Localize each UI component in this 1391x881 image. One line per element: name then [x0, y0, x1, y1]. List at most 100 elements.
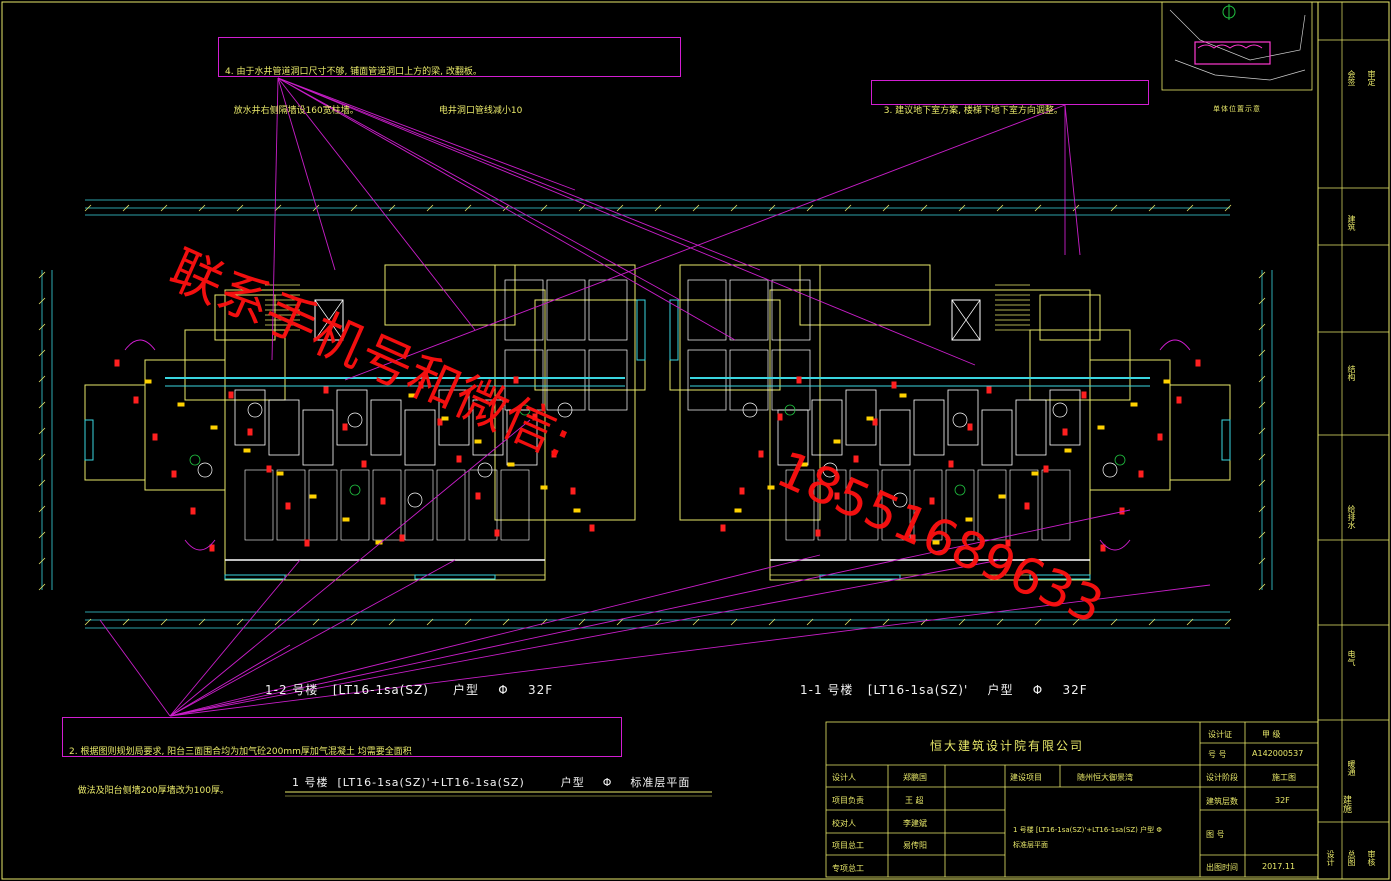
axis-bubble	[519, 404, 531, 416]
hatch-mark	[1024, 502, 1030, 510]
hatch-mark	[1043, 465, 1049, 473]
room	[729, 279, 769, 341]
dim-tick	[730, 204, 738, 212]
unit-outline	[679, 264, 821, 521]
room	[881, 469, 911, 541]
hatch-mark	[171, 470, 177, 478]
drawing-title: 1 号楼 [LT16-1sa(SZ)'+LT16-1sa(SZ) 户型 Φ 标准…	[292, 776, 691, 789]
hatch-mark	[986, 386, 992, 394]
dim-tick	[920, 204, 928, 212]
hatch-mark	[1062, 428, 1068, 436]
dim-tick	[1258, 531, 1266, 539]
dim-tick	[1224, 618, 1232, 626]
furniture	[1102, 462, 1118, 478]
room	[945, 469, 975, 541]
hatch-mark	[910, 534, 916, 542]
dim-tick	[996, 618, 1004, 626]
dim-tick	[1034, 618, 1042, 626]
company-name: 恒大建筑设计院有限公司	[930, 739, 1085, 753]
hatch-mark	[1005, 539, 1011, 547]
dim-tick	[198, 618, 206, 626]
hatch-mark	[304, 539, 310, 547]
dim-tick	[1258, 479, 1266, 487]
project-eng: 易传阳	[903, 841, 927, 850]
dim-tick	[274, 618, 282, 626]
hatch-mark	[475, 492, 481, 500]
door-mark	[507, 462, 515, 467]
hatch-mark	[532, 413, 538, 421]
drawing-no-label: 图 号	[1206, 830, 1225, 839]
hatch-mark	[380, 497, 386, 505]
dim-tick	[122, 618, 130, 626]
dim-tick	[1258, 271, 1266, 279]
hatch-mark	[152, 433, 158, 441]
door-mark	[474, 439, 482, 444]
room	[404, 409, 436, 466]
floors: 32F	[1275, 796, 1290, 805]
furniture	[1052, 402, 1068, 418]
window	[1221, 419, 1231, 461]
elevator-cross	[314, 299, 344, 341]
checker: 李建斌	[903, 819, 927, 828]
dimension-ticks	[38, 204, 1266, 626]
dim-tick	[1258, 505, 1266, 513]
hatch-mark	[948, 460, 954, 468]
hatch-mark	[361, 460, 367, 468]
dim-tick	[1258, 375, 1266, 383]
window	[84, 419, 94, 461]
designer-label: 设计人	[832, 773, 856, 782]
door-mark	[1130, 402, 1138, 407]
window	[414, 574, 496, 580]
leader-lines	[99, 77, 1211, 717]
room	[981, 409, 1013, 466]
side-label-6: 总图	[1347, 850, 1356, 866]
dim-tick	[1258, 297, 1266, 305]
hatch-mark	[570, 487, 576, 495]
room	[729, 349, 769, 411]
note-4-line-1: 4. 由于水井管道洞口尺寸不够, 铺面管道洞口上方的梁, 改翻板。	[225, 67, 482, 77]
floor-plan-left	[84, 264, 646, 581]
dim-tick	[920, 618, 928, 626]
hatch-mark	[342, 423, 348, 431]
note-3-text: 3. 建议地下室方案, 楼梯下地下室方向调整。	[883, 106, 1063, 116]
door-mark	[243, 448, 251, 453]
hatch-mark	[114, 359, 120, 367]
cert-grade: 甲 级	[1262, 730, 1281, 739]
door-mark	[932, 540, 940, 545]
hatch-mark	[796, 376, 802, 384]
door-mark	[767, 485, 775, 490]
cert-no: A142000537	[1252, 749, 1304, 758]
checker-label: 校对人	[832, 819, 856, 828]
titleblock-grid	[825, 721, 1319, 878]
dim-tick	[122, 204, 130, 212]
dim-tick	[844, 204, 852, 212]
balcony-arc	[124, 339, 156, 351]
dim-tick	[160, 618, 168, 626]
dim-tick	[1258, 453, 1266, 461]
stage-label: 设计阶段	[1206, 773, 1238, 782]
elevator	[951, 299, 981, 341]
hatch-mark	[494, 529, 500, 537]
door-mark	[1097, 425, 1105, 430]
room	[687, 349, 727, 411]
room	[849, 469, 879, 541]
hatch-mark	[247, 428, 253, 436]
dim-tick	[1258, 427, 1266, 435]
dim-tick	[426, 204, 434, 212]
dim-tick	[502, 204, 510, 212]
dim-tick	[198, 204, 206, 212]
note-2: 2. 根据图则规划局要求, 阳台三面围合均为加气砼200mm厚加气混凝土 均需要…	[62, 717, 622, 796]
dim-tick	[274, 204, 282, 212]
door-mark	[1163, 379, 1171, 384]
dim-tick	[958, 618, 966, 626]
dim-tick	[350, 618, 358, 626]
dim-tick	[350, 204, 358, 212]
dim-tick	[38, 349, 46, 357]
door-mark	[276, 471, 284, 476]
dim-tick	[882, 618, 890, 626]
room	[336, 389, 368, 446]
window	[636, 299, 646, 361]
floor-plan-right	[669, 264, 1231, 581]
note-4-line-2: 放水井右侧隔墙设160宽柱墙。 电井洞口管线减小10	[225, 106, 523, 116]
unit-outline	[384, 264, 516, 326]
